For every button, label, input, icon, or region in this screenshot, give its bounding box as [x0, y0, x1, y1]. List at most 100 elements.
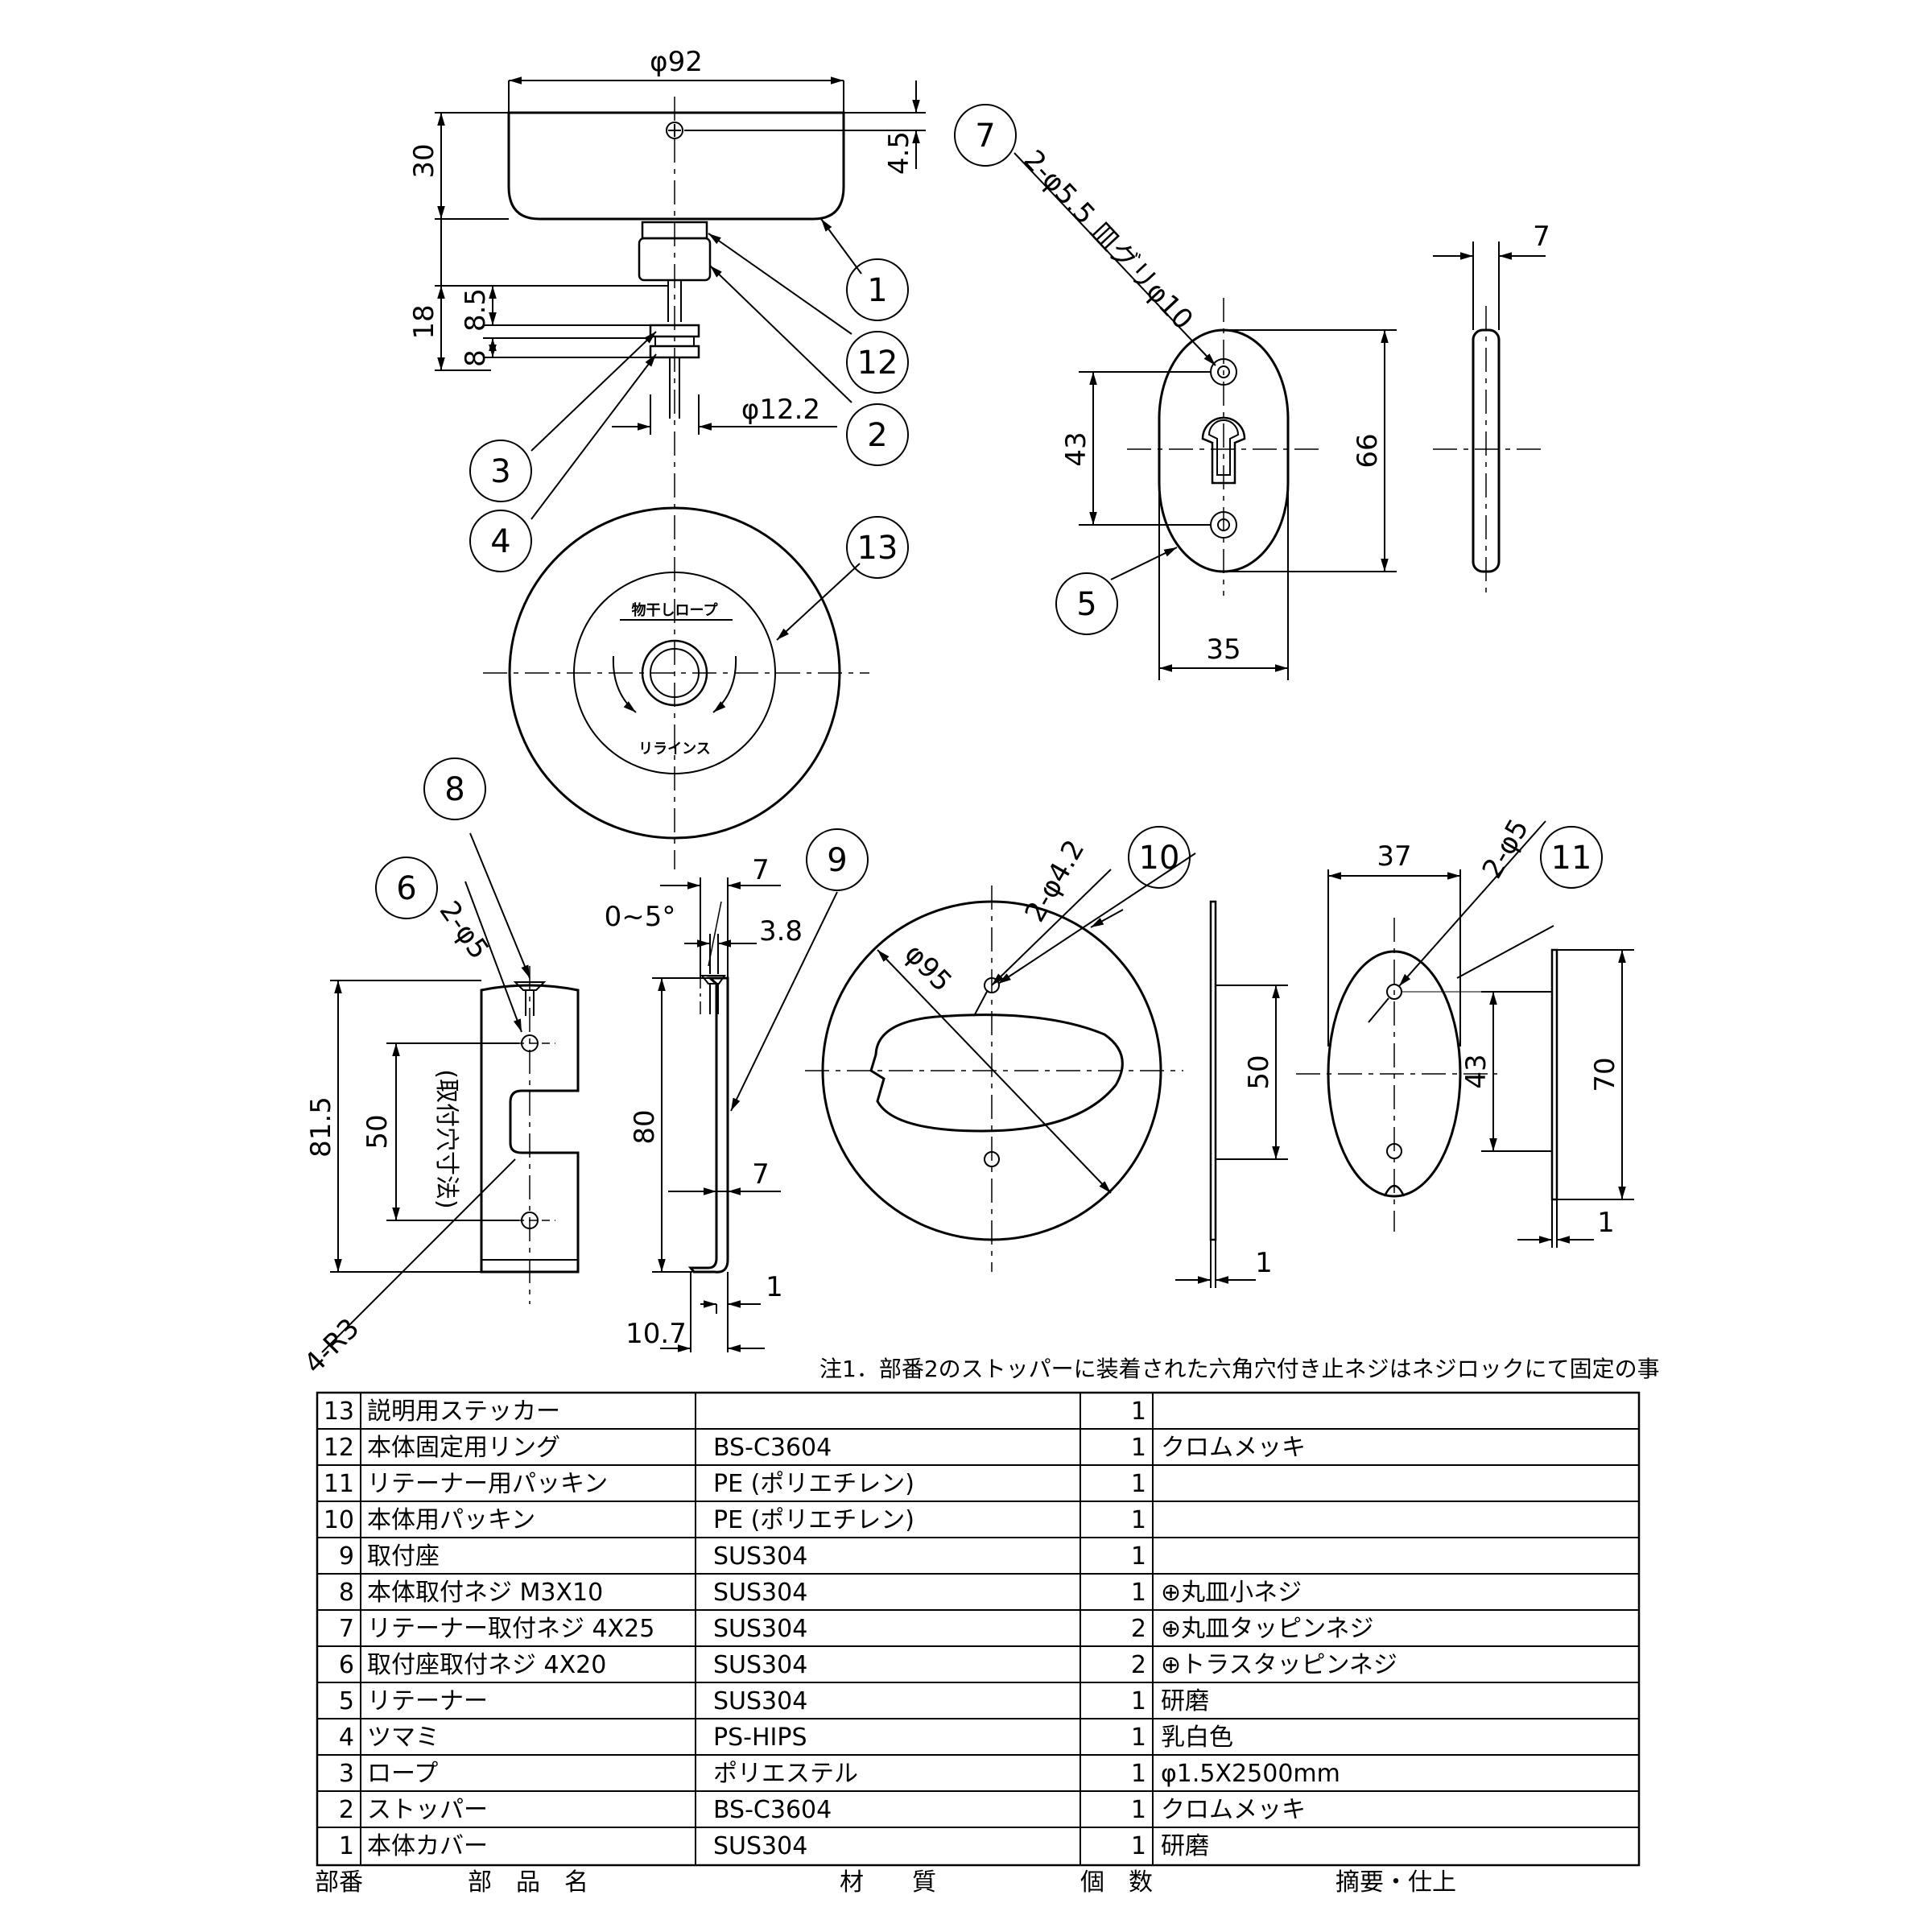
dim-h4-5: 4.5: [883, 131, 915, 175]
retainer-gasket-front-view: [1296, 820, 1554, 1232]
part-name: 本体カバー: [367, 1832, 488, 1860]
balloon-7: 7: [975, 118, 995, 155]
part-name: リテーナー取付ネジ 4X25: [367, 1615, 654, 1643]
part-quantity: 1: [1131, 1832, 1146, 1860]
part-remark: ⊕丸皿小ネジ: [1161, 1579, 1302, 1607]
part-number: 3: [339, 1760, 354, 1788]
part-remark: φ1.5X2500mm: [1161, 1760, 1340, 1788]
dim-w7c: 7: [752, 1158, 770, 1191]
dim-w37: 37: [1377, 840, 1411, 873]
dim-holes6: 2-φ5: [433, 895, 495, 965]
dim-h8-5: 8.5: [460, 288, 492, 332]
part-quantity: 1: [1131, 1579, 1146, 1607]
part-number: 4: [339, 1724, 354, 1752]
dim-h8: 8: [460, 349, 492, 367]
dim-h66: 66: [1352, 433, 1384, 468]
mounting-base-side-view: [652, 877, 838, 1352]
drawing-note: 注1．部番2のストッパーに装着された六角穴付き止ネジはネジロックにて固定の事: [819, 1356, 1660, 1382]
main-body-dimensions: [435, 76, 926, 435]
part-material: SUS304: [713, 1542, 807, 1571]
dim-h18: 18: [408, 304, 440, 339]
dim-w1a: 1: [766, 1271, 783, 1303]
table-header: 材 質: [840, 1868, 936, 1897]
part-number: 5: [339, 1687, 354, 1715]
dim-mount: (取付穴寸法): [432, 1069, 460, 1208]
part-quantity: 1: [1131, 1724, 1146, 1752]
dim-w1b: 1: [1255, 1247, 1273, 1279]
balloon-1: 1: [867, 272, 887, 309]
retainer-front-view: [1013, 152, 1397, 680]
part-name: 本体固定用リング: [367, 1434, 560, 1462]
dimension-texts: φ92 30 4.5 18 8.5 8 φ12.2 2-φ5.5 皿グリφ10 …: [298, 46, 1621, 1380]
sticker-top-text: 物干しロープ: [632, 601, 719, 619]
balloon-12: 12: [857, 345, 898, 382]
part-material: PE (ポリエチレン): [713, 1506, 914, 1534]
retainer-side-view: [1433, 242, 1546, 596]
dim-h50b: 50: [1243, 1055, 1275, 1089]
dim-holes7: 2-φ5.5 皿グリφ10: [1017, 144, 1199, 336]
part-name: 本体取付ネジ M3X10: [367, 1579, 603, 1607]
part-number: 13: [324, 1397, 354, 1426]
part-name: ストッパー: [367, 1796, 488, 1824]
part-quantity: 2: [1131, 1615, 1146, 1643]
dim-d95: φ95: [898, 938, 958, 998]
balloon-numbers: 1 12 2 3 4 13 7 5 8 6 9 10 11: [396, 118, 1591, 907]
balloon-10: 10: [1139, 840, 1180, 877]
part-number: 11: [324, 1470, 354, 1498]
part-quantity: 1: [1131, 1506, 1146, 1534]
part-quantity: 1: [1131, 1687, 1146, 1715]
part-quantity: 2: [1131, 1651, 1146, 1679]
parts-table-grid: [316, 1391, 1641, 1867]
dim-h43b: 43: [1460, 1054, 1492, 1088]
part-remark: ⊕トラスタッピンネジ: [1161, 1651, 1397, 1679]
part-quantity: 1: [1131, 1434, 1146, 1462]
dim-h70: 70: [1589, 1057, 1621, 1092]
dim-h81-5: 81.5: [305, 1096, 337, 1158]
mounting-base-front-view: [321, 832, 580, 1353]
dim-angle: 0~5°: [605, 901, 676, 933]
balloon-5: 5: [1076, 586, 1096, 623]
retainer-gasket-side-view: [1481, 948, 1634, 1248]
part-material: SUS304: [713, 1651, 807, 1679]
part-material: SUS304: [713, 1579, 807, 1607]
dim-d92: φ92: [650, 46, 703, 78]
part-material: PE (ポリエチレン): [713, 1470, 914, 1498]
main-body-leaders: [530, 218, 862, 520]
part-number: 8: [339, 1579, 354, 1607]
part-number: 10: [324, 1506, 354, 1534]
part-name: ツマミ: [367, 1724, 440, 1752]
part-quantity: 1: [1131, 1760, 1146, 1788]
part-number: 2: [339, 1796, 354, 1824]
part-name: 説明用ステッカー: [367, 1397, 560, 1426]
front-view-disc: [483, 506, 869, 840]
balloon-3: 3: [490, 453, 510, 490]
part-remark: 研磨: [1161, 1687, 1209, 1715]
part-name: リテーナー: [367, 1687, 488, 1715]
body-gasket-front-view: [805, 852, 1196, 1272]
part-material: SUS304: [713, 1687, 807, 1715]
table-header: 部番: [315, 1868, 363, 1897]
balloon-4: 4: [490, 523, 510, 560]
table-header: 部 品 名: [468, 1868, 588, 1897]
part-material: ポリエステル: [713, 1760, 858, 1788]
balloon-13: 13: [857, 530, 898, 567]
part-quantity: 1: [1131, 1397, 1146, 1426]
dim-d12-2: φ12.2: [741, 394, 820, 426]
balloon-11: 11: [1551, 840, 1592, 877]
balloon-2: 2: [867, 417, 887, 454]
part-material: PS-HIPS: [713, 1724, 807, 1752]
dim-h50a: 50: [361, 1114, 394, 1149]
body-gasket-side-view: [1175, 900, 1288, 1288]
part-name: リテーナー用パッキン: [367, 1470, 608, 1498]
part-remark: クロムメッキ: [1161, 1796, 1306, 1824]
part-material: BS-C3604: [713, 1434, 832, 1462]
part-name: 取付座: [367, 1542, 440, 1571]
part-number: 7: [339, 1615, 354, 1643]
part-name: ロープ: [367, 1760, 438, 1788]
dim-r3: 4-R3: [298, 1312, 365, 1380]
part-remark: 乳白色: [1161, 1724, 1233, 1752]
dim-h43a: 43: [1060, 431, 1092, 466]
part-number: 9: [339, 1542, 354, 1571]
